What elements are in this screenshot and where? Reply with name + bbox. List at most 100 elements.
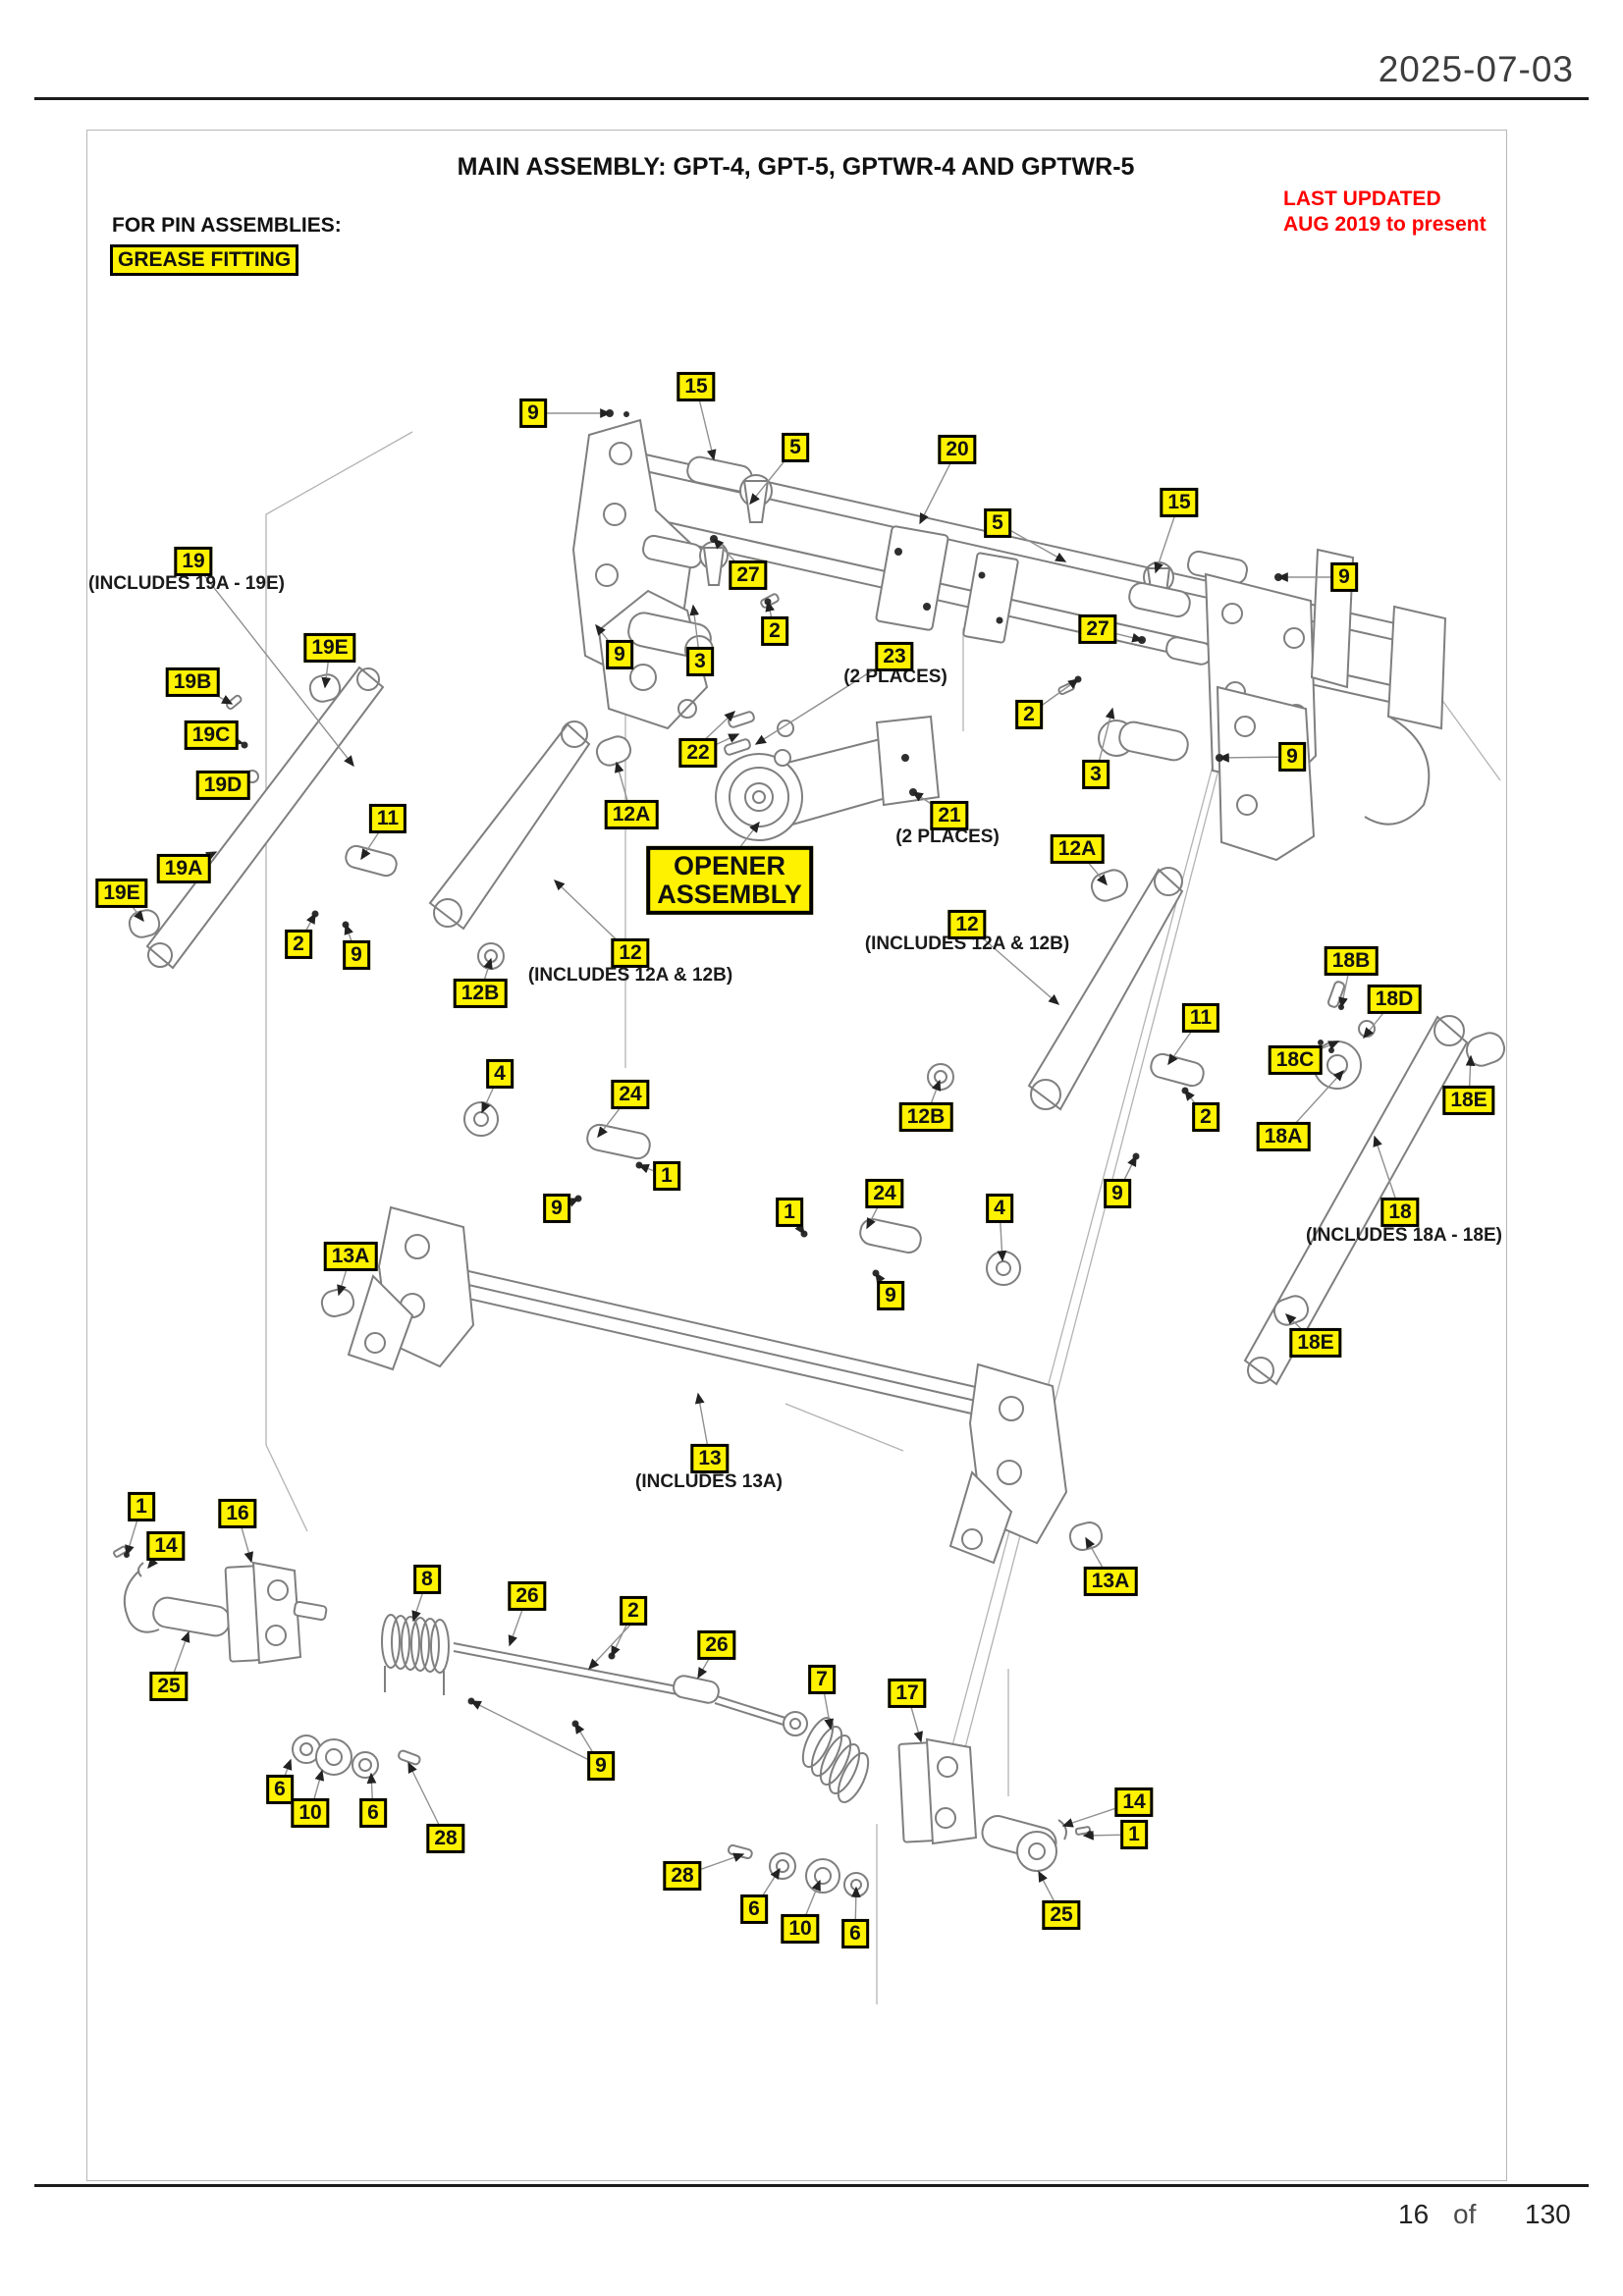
footer-of-label: of <box>1453 2199 1477 2229</box>
callout-1: 1 <box>653 1160 680 1192</box>
callout-25: 25 <box>149 1671 189 1702</box>
callout-1: 1 <box>1120 1819 1148 1850</box>
footer-page-number: 16 <box>1398 2199 1430 2229</box>
left-bracket <box>571 418 709 730</box>
callout-12: 12 <box>611 937 650 969</box>
callout-18: 18 <box>1380 1197 1420 1228</box>
callout-2: 2 <box>620 1595 647 1627</box>
left-link-arm <box>345 721 632 970</box>
callout-9: 9 <box>877 1280 904 1311</box>
callout-12A: 12A <box>1050 833 1105 865</box>
callout-19C: 19C <box>184 720 239 751</box>
callout-11: 11 <box>368 803 407 834</box>
callout-6: 6 <box>266 1774 294 1805</box>
diagram-caption: (INCLUDES 19A - 19E) <box>88 573 285 594</box>
callout-24: 24 <box>865 1178 904 1209</box>
callout-6: 6 <box>841 1918 869 1949</box>
callout-27: 27 <box>1078 614 1117 645</box>
right-bracket <box>1204 548 1447 862</box>
callout-1: 1 <box>776 1197 803 1228</box>
callout-12: 12 <box>947 909 987 940</box>
callout-28: 28 <box>663 1860 702 1892</box>
diagram-caption: (2 PLACES) <box>843 667 947 687</box>
callout-13: 13 <box>690 1443 730 1474</box>
opener-assembly-label: OPENER ASSEMBLY <box>646 845 813 916</box>
callout-2: 2 <box>1192 1101 1219 1133</box>
callout-20: 20 <box>938 434 977 465</box>
page-title: MAIN ASSEMBLY: GPT-4, GPT-5, GPTWR-4 AND… <box>457 153 1135 181</box>
callout-15: 15 <box>676 371 716 402</box>
arm-18 <box>1243 981 1506 1386</box>
callout-10: 10 <box>291 1797 330 1829</box>
callout-18C: 18C <box>1268 1044 1323 1076</box>
callout-7: 7 <box>808 1664 836 1695</box>
callout-28: 28 <box>426 1823 465 1854</box>
diagram-frame <box>86 130 1507 2181</box>
callout-9: 9 <box>543 1193 570 1224</box>
diagram-caption: (INCLUDES 13A) <box>635 1471 783 1492</box>
callout-9: 9 <box>1104 1178 1131 1209</box>
footer-rule <box>34 2184 1589 2187</box>
callout-18E: 18E <box>1442 1085 1495 1116</box>
footer-total-pages: 130 <box>1525 2199 1571 2229</box>
grease-fitting-label: GREASE FITTING <box>110 244 299 276</box>
pin-assemblies-note: FOR PIN ASSEMBLIES: <box>112 214 342 237</box>
diagram-caption: (INCLUDES 18A - 18E) <box>1306 1225 1502 1246</box>
callout-9: 9 <box>519 398 547 429</box>
callout-13A: 13A <box>323 1241 378 1272</box>
callout-1: 1 <box>128 1491 155 1522</box>
callout-19: 19 <box>174 546 213 577</box>
callout-12B: 12B <box>898 1101 953 1133</box>
callout-11: 11 <box>1181 1002 1220 1034</box>
callout-18E: 18E <box>1289 1327 1342 1359</box>
page-footer: 16 of 130 <box>0 2199 1623 2238</box>
callout-15: 15 <box>1160 487 1199 518</box>
callout-6: 6 <box>359 1797 387 1829</box>
callout-14: 14 <box>1114 1787 1154 1818</box>
callout-13A: 13A <box>1083 1566 1138 1597</box>
callout-19E: 19E <box>95 878 148 909</box>
callout-26: 26 <box>697 1629 736 1661</box>
callout-18A: 18A <box>1256 1121 1311 1152</box>
bottom-linkage <box>113 1545 1092 1897</box>
last-updated-line1: LAST UPDATED <box>1283 187 1441 210</box>
right-link-arm <box>927 867 1205 1111</box>
callout-10: 10 <box>781 1913 820 1945</box>
callout-2: 2 <box>1015 699 1043 730</box>
callout-6: 6 <box>740 1894 768 1925</box>
callout-18B: 18B <box>1324 945 1379 977</box>
callout-3: 3 <box>686 646 714 677</box>
callout-14: 14 <box>146 1530 186 1562</box>
callout-16: 16 <box>218 1498 257 1529</box>
last-updated-note: LAST UPDATED AUG 2019 to present <box>1283 187 1487 238</box>
diagram-caption: (INCLUDES 12A & 12B) <box>864 934 1070 954</box>
callout-2: 2 <box>285 929 312 960</box>
callout-9: 9 <box>606 639 633 670</box>
callout-12A: 12A <box>604 799 659 830</box>
torsion-bar-13 <box>320 1101 1104 1565</box>
opener-assembly-line2: ASSEMBLY <box>657 880 802 909</box>
callout-8: 8 <box>413 1564 441 1595</box>
callout-12B: 12B <box>453 978 508 1009</box>
callout-22: 22 <box>678 737 718 769</box>
diagram-caption: (INCLUDES 12A & 12B) <box>527 965 733 986</box>
callout-9: 9 <box>343 939 370 971</box>
callout-2: 2 <box>761 615 788 647</box>
opener-assembly-line1: OPENER <box>673 850 786 881</box>
mid-plates <box>875 525 1019 644</box>
callout-19E: 19E <box>303 632 356 664</box>
callout-27: 27 <box>729 560 768 591</box>
callout-19B: 19B <box>165 667 220 698</box>
callout-3: 3 <box>1082 759 1109 790</box>
page-date: 2025-07-03 <box>1378 49 1574 89</box>
callout-19A: 19A <box>156 853 211 884</box>
callout-9: 9 <box>1330 561 1358 593</box>
callout-5: 5 <box>782 432 809 463</box>
callout-21: 21 <box>930 800 969 831</box>
callout-18D: 18D <box>1367 984 1422 1015</box>
last-updated-line2: AUG 2019 to present <box>1283 213 1487 236</box>
diagram-caption: (2 PLACES) <box>895 827 1000 847</box>
callout-4: 4 <box>486 1058 514 1090</box>
